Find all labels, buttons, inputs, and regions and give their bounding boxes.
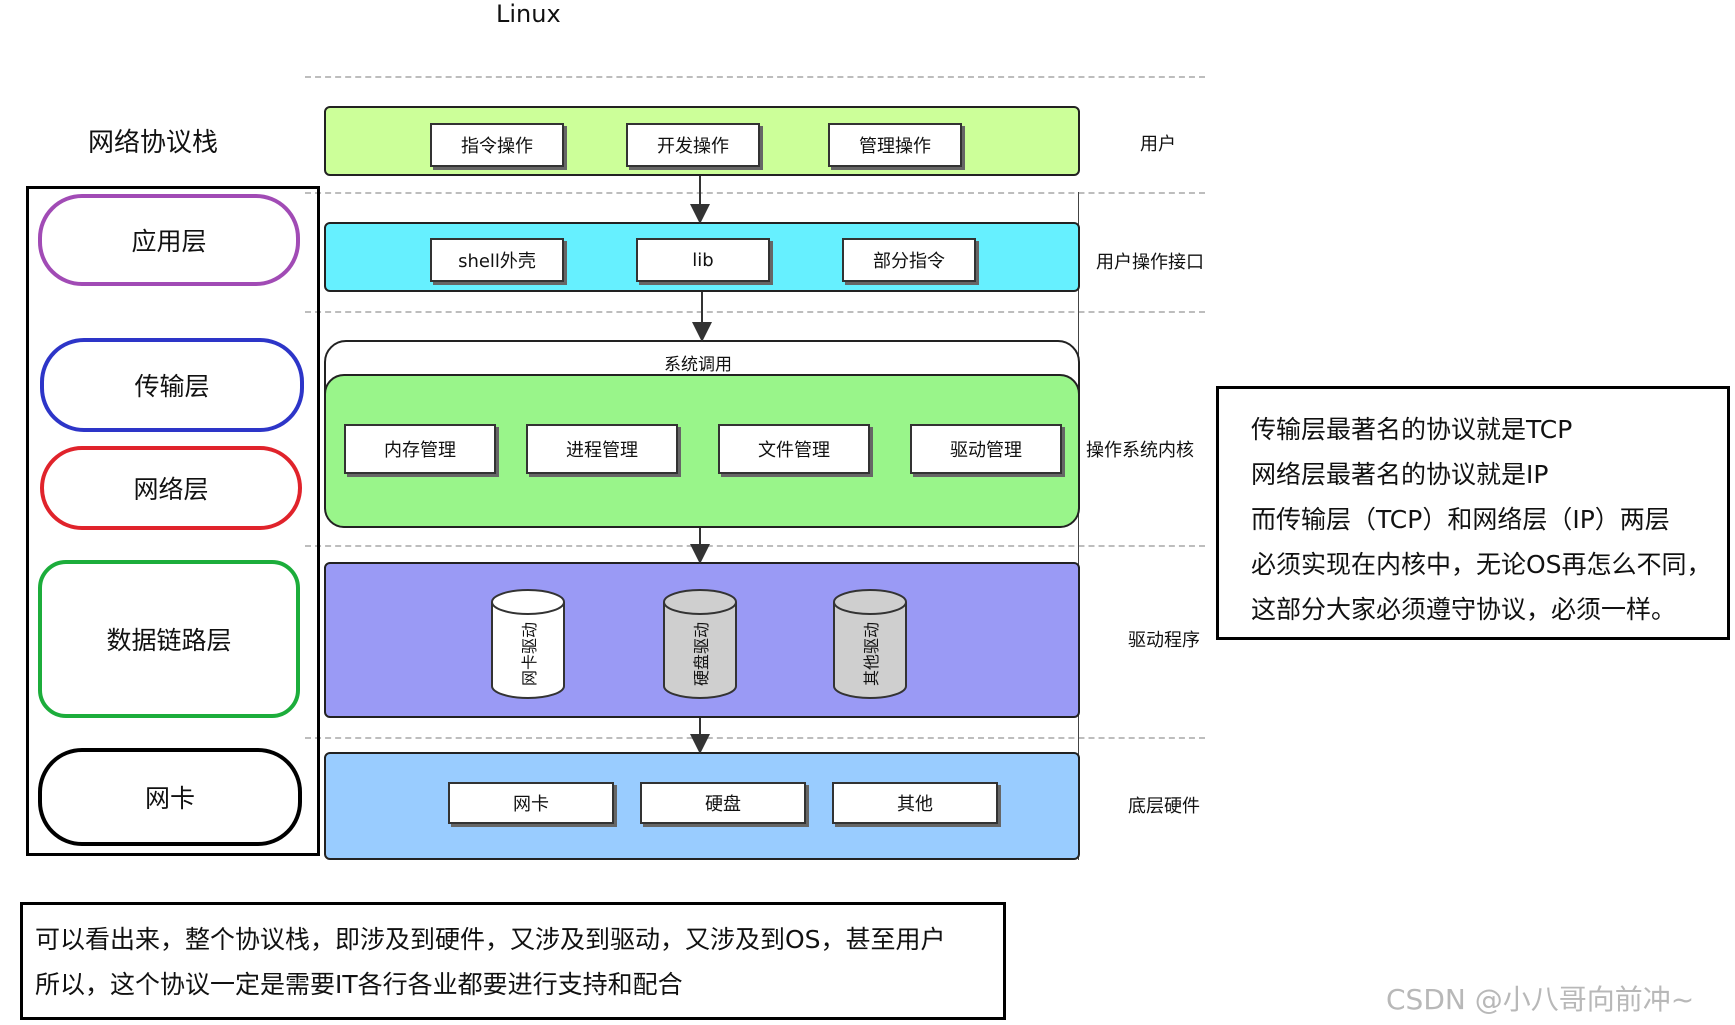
layer-nic: 网卡 — [38, 748, 302, 846]
user-item-command: 指令操作 — [430, 123, 564, 167]
cylinder-disk-shape — [663, 589, 737, 699]
kernel-item-process: 进程管理 — [526, 424, 678, 474]
right-note-line-5: 这部分大家必须遵守协议，必须一样。 — [1251, 595, 1677, 624]
user-item-dev: 开发操作 — [626, 123, 760, 167]
drivers-layer-label: 驱动程序 — [1128, 630, 1200, 651]
separator-top — [305, 76, 1205, 78]
protocol-stack-frame — [26, 186, 320, 856]
csdn-credit: CSDN @小八哥向前冲~ — [1386, 983, 1695, 1016]
right-note-line-3: 而传输层（TCP）和网络层（IP）两层 — [1251, 505, 1670, 534]
kernel-item-driver: 驱动管理 — [910, 424, 1062, 474]
left-panel-title: 网络协议栈 — [88, 128, 219, 158]
layer-network: 网络层 — [40, 446, 302, 530]
separator-drivers — [305, 737, 1205, 739]
separator-interface — [305, 311, 1205, 313]
stack-right-edge — [1078, 192, 1079, 860]
cylinder-nic-shape — [491, 589, 565, 699]
hardware-item-other: 其他 — [832, 782, 998, 824]
separator-user — [305, 192, 1205, 194]
syscall-label: 系统调用 — [664, 355, 732, 375]
kernel-layer-label: 操作系统内核 — [1086, 440, 1194, 461]
interface-item-commands: 部分指令 — [842, 238, 976, 282]
layer-data-link: 数据链路层 — [38, 560, 300, 718]
driver-cylinder-disk: 硬盘驱动 — [662, 588, 738, 700]
diagram-title: Linux — [496, 0, 561, 28]
driver-cylinder-other-label: 其他驱动 — [861, 621, 881, 687]
user-layer-label: 用户 — [1140, 134, 1176, 155]
driver-cylinder-nic-label: 网卡驱动 — [519, 621, 539, 687]
bottom-note-line-2: 所以，这个协议一定是需要IT各行各业都要进行支持和配合 — [35, 970, 683, 999]
layer-application: 应用层 — [38, 194, 300, 286]
right-note-line-1: 传输层最著名的协议就是TCP — [1251, 415, 1573, 444]
interface-layer-label: 用户操作接口 — [1096, 252, 1204, 273]
bottom-note-line-1: 可以看出来，整个协议栈，即涉及到硬件，又涉及到驱动，又涉及到OS，甚至用户 — [35, 925, 946, 954]
interface-item-shell: shell外壳 — [430, 238, 564, 282]
driver-cylinder-nic: 网卡驱动 — [490, 588, 566, 700]
cylinder-other-shape — [833, 589, 907, 699]
right-note-line-2: 网络层最著名的协议就是IP — [1251, 460, 1549, 489]
driver-cylinder-disk-label: 硬盘驱动 — [691, 621, 711, 687]
kernel-item-file: 文件管理 — [718, 424, 870, 474]
separator-kernel — [305, 545, 1205, 547]
right-note-line-4: 必须实现在内核中，无论OS再怎么不同， — [1251, 550, 1712, 579]
hardware-item-nic: 网卡 — [448, 782, 614, 824]
hardware-item-disk: 硬盘 — [640, 782, 806, 824]
kernel-item-memory: 内存管理 — [344, 424, 496, 474]
right-note: 传输层最著名的协议就是TCP 网络层最著名的协议就是IP 而传输层（TCP）和网… — [1216, 386, 1730, 640]
interface-item-lib: lib — [636, 238, 770, 282]
layer-transport: 传输层 — [40, 338, 304, 432]
user-item-admin: 管理操作 — [828, 123, 962, 167]
hardware-layer-label: 底层硬件 — [1128, 796, 1200, 817]
driver-cylinder-other: 其他驱动 — [832, 588, 908, 700]
bottom-note: 可以看出来，整个协议栈，即涉及到硬件，又涉及到驱动，又涉及到OS，甚至用户 所以… — [20, 902, 1006, 1020]
